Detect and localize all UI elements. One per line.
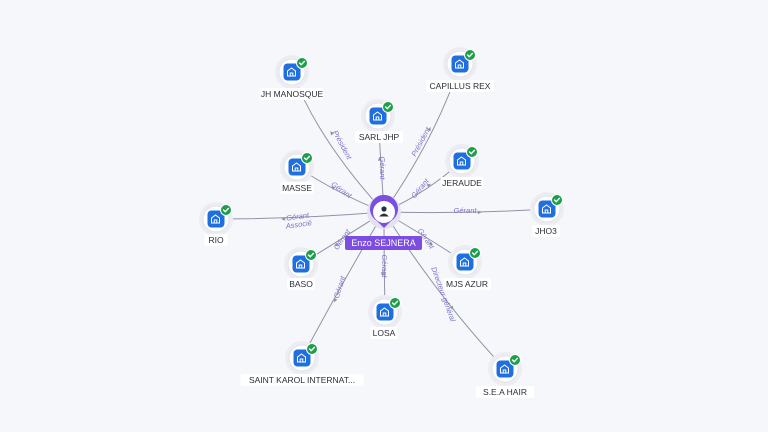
edge-arrow-icon [428,241,434,246]
building-icon [460,257,469,267]
edge-arrow-icon [449,305,454,310]
company-name: RIO [208,235,224,245]
building-icon [287,67,296,77]
check-badge-icon [469,247,481,259]
building-icon [373,111,382,121]
edge-role-label: Gérant [286,210,311,222]
company-node-capillus-rex[interactable]: CAPILLUS REX [426,47,494,92]
check-badge-icon [551,194,563,206]
edge-arrow-icon [281,217,286,221]
company-name: LOSA [373,328,396,338]
check-badge-icon [509,354,521,366]
edge-arrow-icon [333,297,338,303]
person-name: Enzo SEJNERA [351,238,416,248]
edge-role-label: Gérant [332,274,348,299]
check-badge-icon [389,297,401,309]
edge-role-label: Gérant [380,255,389,279]
check-badge-icon [464,49,476,61]
edge-arrow-icon [330,186,335,191]
company-name: JH MANOSQUE [261,89,324,99]
company-name: CAPILLUS REX [430,81,491,91]
company-node-saint-karol[interactable]: SAINT KAROL INTERNAT... [240,341,364,386]
building-icon [500,364,509,374]
person-node[interactable]: Enzo SEJNERA [345,194,422,250]
company-name: JHO3 [535,226,557,236]
edge-arrow-icon [334,242,339,247]
company-node-masse[interactable]: MASSE [280,150,314,194]
company-node-mjs-azur[interactable]: MJS AZUR [443,245,491,290]
edge-arrow-icon [330,131,335,136]
company-node-jho3[interactable]: JHO3 [530,192,564,237]
edge-role-label: Président [331,129,354,162]
company-name: SARL JHP [359,132,400,142]
relation-edge-sea-hair: Directeur général [383,211,506,370]
edge-role-label: Gérant [454,206,478,215]
person-icon [379,206,389,217]
edge-arrow-icon [380,272,385,277]
edge-arrow-icon [377,156,382,161]
check-badge-icon [306,343,318,355]
building-icon [292,162,301,172]
edge-arrow-icon [477,210,482,215]
building-icon [211,214,220,224]
company-node-rio[interactable]: RIO [199,202,233,246]
company-node-baso[interactable]: BASO [284,247,318,290]
company-node-sarl-jhp[interactable]: SARL JHP [355,99,403,143]
edge-role-label: Gérant [378,157,387,181]
edge-arrow-icon [427,127,431,132]
check-badge-icon [220,204,232,216]
company-name: MASSE [282,183,312,193]
building-icon [296,259,305,269]
check-badge-icon [301,152,313,164]
nodes-layer: JH MANOSQUE CAPILLUS REX SARL JHP MASSE JERA… [199,47,564,398]
edge-arrow-icon [426,183,431,188]
check-badge-icon [382,101,394,113]
check-badge-icon [305,249,317,261]
building-icon [380,307,389,317]
company-name: S.E.A HAIR [483,387,527,397]
company-node-jeraude[interactable]: JERAUDE [440,144,484,189]
company-name: MJS AZUR [446,279,488,289]
check-badge-icon [466,146,478,158]
company-node-jh-manosque[interactable]: JH MANOSQUE [260,55,324,100]
check-badge-icon [296,57,308,69]
company-name: JERAUDE [442,178,482,188]
company-name: SAINT KAROL INTERNAT... [249,375,355,385]
relation-edge-jho3: Gérant [383,206,548,215]
building-icon [455,59,464,69]
building-icon [297,353,306,363]
company-node-sea-hair[interactable]: S.E.A HAIR [476,352,534,398]
edge-role-label: Associé [284,218,312,231]
building-icon [457,156,466,166]
company-node-losa[interactable]: LOSA [368,295,402,339]
company-name: BASO [289,279,313,289]
building-icon [542,204,551,214]
